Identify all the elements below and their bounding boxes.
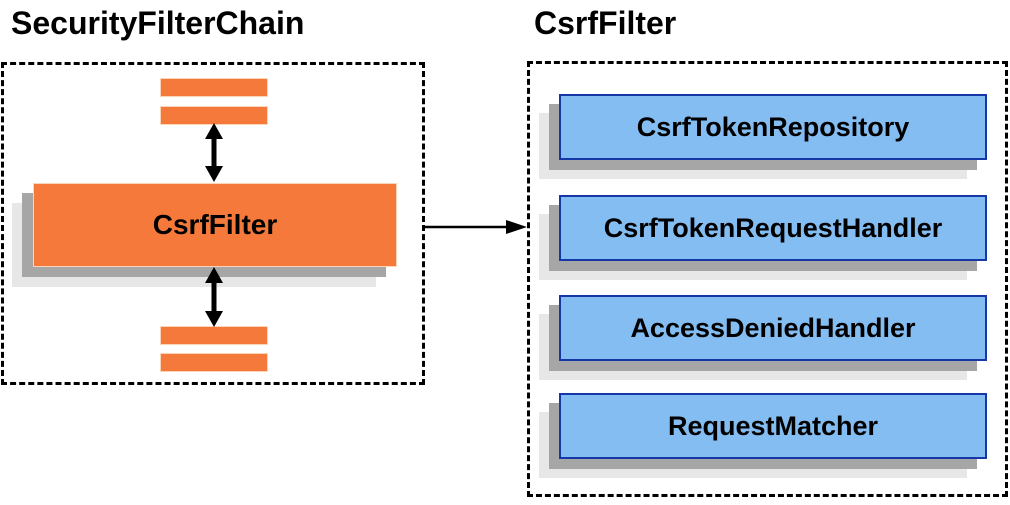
security-filter-chain-container bbox=[1, 62, 425, 385]
component-label: RequestMatcher bbox=[667, 410, 879, 441]
right-panel-title: CsrfFilter bbox=[534, 5, 677, 41]
component-box-request-matcher: RequestMatcher bbox=[559, 393, 987, 459]
double-arrow-vertical-icon bbox=[205, 123, 223, 182]
double-arrow-vertical-icon bbox=[205, 267, 223, 327]
component-box-csrf-token-request-handler: CsrfTokenRequestHandler bbox=[559, 195, 987, 261]
filter-stub-bar bbox=[160, 78, 268, 97]
arrow-right-icon bbox=[423, 220, 527, 234]
component-label: CsrfTokenRequestHandler bbox=[603, 212, 943, 243]
filter-stub-bar bbox=[160, 326, 268, 345]
component-box-access-denied-handler: AccessDeniedHandler bbox=[559, 295, 987, 361]
filter-stub-bar bbox=[160, 353, 268, 372]
component-label: AccessDeniedHandler bbox=[630, 312, 916, 343]
component-label: CsrfTokenRepository bbox=[636, 111, 910, 142]
csrf-filter-node: CsrfFilter bbox=[33, 183, 397, 267]
csrf-filter-node-label: CsrfFilter bbox=[152, 209, 278, 240]
left-panel-title: SecurityFilterChain bbox=[11, 5, 305, 41]
component-box-csrf-token-repository: CsrfTokenRepository bbox=[559, 94, 987, 160]
csrf-filter-container bbox=[527, 61, 1008, 497]
